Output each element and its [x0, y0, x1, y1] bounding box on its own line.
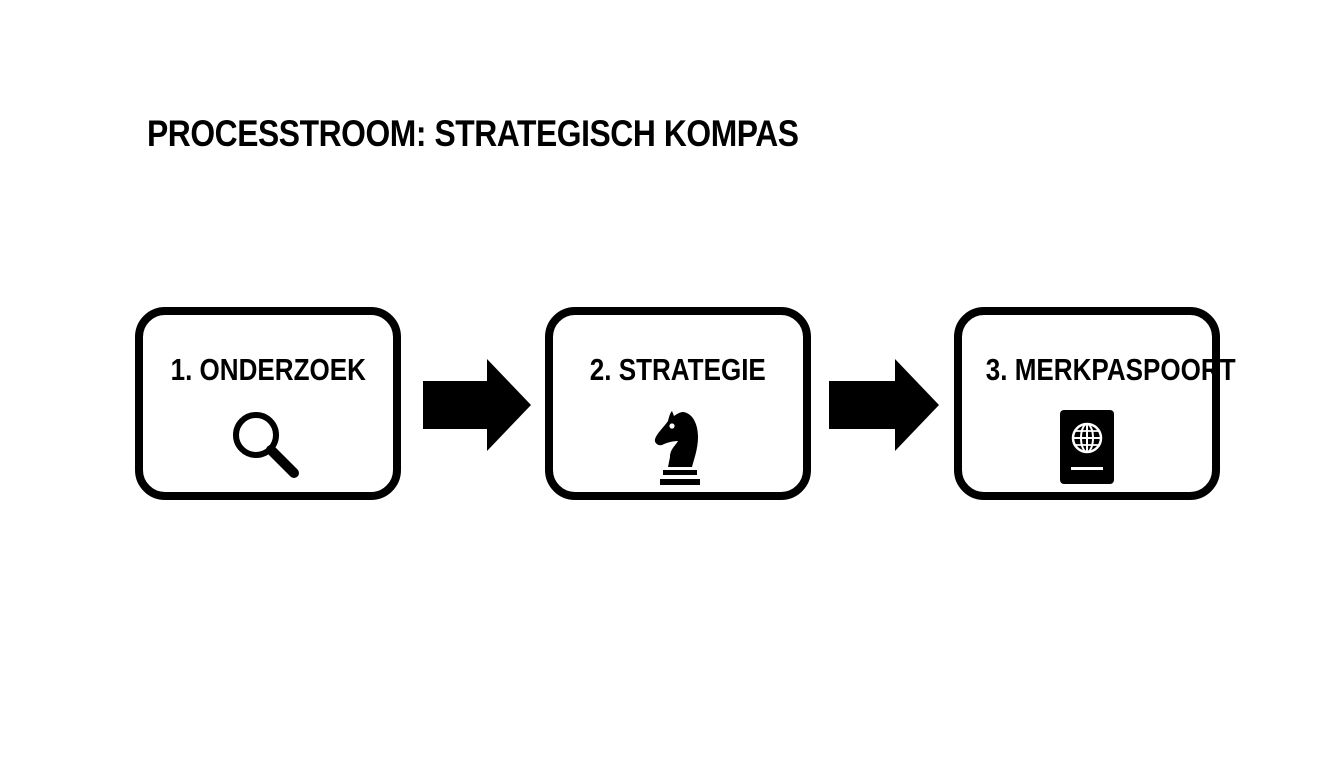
step-box-onderzoek: 1. ONDERZOEK: [135, 307, 401, 500]
passport-icon: [1057, 407, 1117, 492]
step-box-merkpaspoort: 3. MERKPASPOORT: [954, 307, 1236, 500]
flow-arrow-1: [423, 359, 533, 456]
flow-arrow-2: [829, 359, 941, 456]
diagram-title: PROCESSTROOM: STRATEGISCH KOMPAS: [147, 113, 799, 154]
step-label-onderzoek: 1. ONDERZOEK: [170, 352, 366, 387]
magnifying-glass-icon: [228, 407, 308, 492]
step-label-merkpaspoort: 3. MERKPASPOORT: [985, 352, 1236, 387]
step-label-strategie: 2. STRATEGIE: [589, 352, 767, 387]
step-box-strategie: 2. STRATEGIE: [545, 307, 811, 500]
chess-knight-icon: [648, 407, 708, 494]
